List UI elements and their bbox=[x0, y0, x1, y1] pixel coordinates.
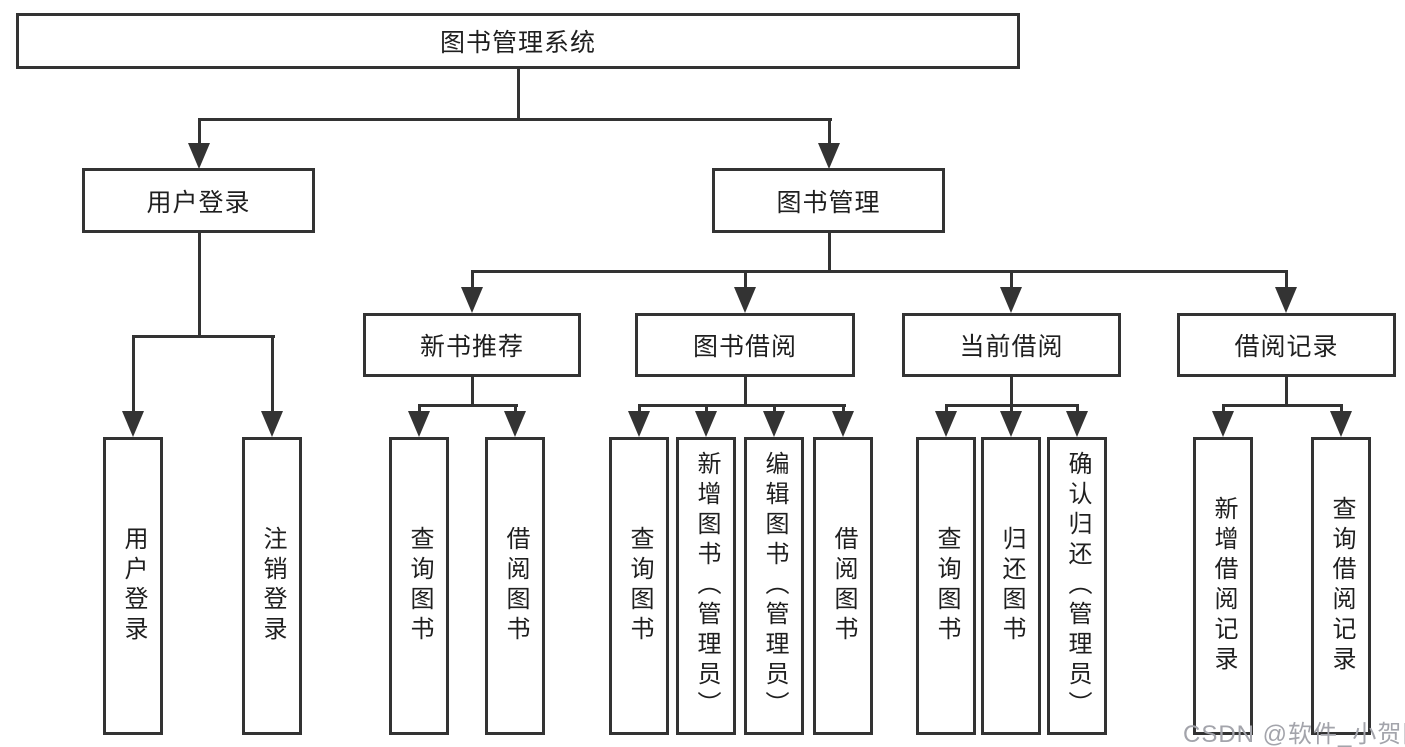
connector-line bbox=[842, 404, 845, 416]
connector-line bbox=[1010, 404, 1013, 416]
connector-line bbox=[638, 404, 846, 407]
connector-line bbox=[773, 404, 776, 416]
node-book-borrowing: 图书借阅 bbox=[635, 313, 855, 377]
arrow-down-icon bbox=[1000, 411, 1022, 437]
connector-line bbox=[744, 377, 747, 406]
connector-line bbox=[1010, 270, 1013, 290]
arrow-down-icon bbox=[261, 411, 283, 437]
node-borrowing-records: 借阅记录 bbox=[1177, 313, 1396, 377]
connector-line bbox=[271, 335, 274, 415]
arrow-down-icon bbox=[695, 411, 717, 437]
arrow-down-icon bbox=[1000, 287, 1022, 313]
connector-line bbox=[1222, 404, 1225, 416]
connector-line bbox=[198, 118, 832, 121]
connector-line bbox=[132, 335, 275, 338]
node-return-books: 归还图书 bbox=[981, 437, 1041, 735]
connector-line bbox=[744, 270, 747, 290]
arrow-down-icon bbox=[408, 411, 430, 437]
arrow-down-icon bbox=[1212, 411, 1234, 437]
node-current-borrowing: 当前借阅 bbox=[902, 313, 1121, 377]
node-query-books-3: 查询图书 bbox=[916, 437, 976, 735]
csdn-watermark: CSDN @软件_小贺同学 bbox=[1183, 721, 1405, 747]
arrow-down-icon bbox=[1066, 411, 1088, 437]
node-borrow-books-1: 借阅图书 bbox=[485, 437, 545, 735]
node-new-book-recommend: 新书推荐 bbox=[363, 313, 581, 377]
arrow-down-icon bbox=[188, 143, 210, 169]
connector-line bbox=[418, 404, 421, 416]
connector-line bbox=[1285, 377, 1288, 406]
node-query-books-2: 查询图书 bbox=[609, 437, 669, 735]
node-add-books-admin: 新增图书（管理员） bbox=[676, 437, 736, 735]
arrow-down-icon bbox=[461, 287, 483, 313]
node-borrow-books-2: 借阅图书 bbox=[813, 437, 873, 735]
connector-line bbox=[1285, 270, 1288, 290]
arrow-down-icon bbox=[832, 411, 854, 437]
connector-line bbox=[1010, 377, 1013, 406]
arrow-down-icon bbox=[122, 411, 144, 437]
connector-line bbox=[132, 335, 135, 415]
arrow-down-icon bbox=[763, 411, 785, 437]
connector-line bbox=[514, 404, 517, 416]
connector-line bbox=[471, 377, 474, 406]
arrow-down-icon bbox=[935, 411, 957, 437]
connector-line bbox=[517, 69, 520, 120]
node-root-library-system: 图书管理系统 bbox=[16, 13, 1020, 69]
node-edit-books-admin: 编辑图书（管理员） bbox=[744, 437, 804, 735]
arrow-down-icon bbox=[818, 143, 840, 169]
connector-line bbox=[471, 270, 474, 290]
arrow-down-icon bbox=[734, 287, 756, 313]
node-query-books-1: 查询图书 bbox=[389, 437, 449, 735]
node-user-login: 用户登录 bbox=[82, 168, 315, 233]
connector-line bbox=[1340, 404, 1343, 416]
node-book-management: 图书管理 bbox=[712, 168, 945, 233]
node-logout: 注销登录 bbox=[242, 437, 302, 735]
node-add-borrow-record: 新增借阅记录 bbox=[1193, 437, 1253, 735]
arrow-down-icon bbox=[628, 411, 650, 437]
connector-line bbox=[471, 270, 1288, 273]
connector-line bbox=[828, 233, 831, 273]
arrow-down-icon bbox=[504, 411, 526, 437]
connector-line bbox=[418, 404, 518, 407]
connector-line bbox=[705, 404, 708, 416]
arrow-down-icon bbox=[1330, 411, 1352, 437]
connector-line bbox=[945, 404, 948, 416]
connector-line bbox=[828, 118, 831, 146]
arrow-down-icon bbox=[1275, 287, 1297, 313]
node-confirm-return-admin: 确认归还（管理员） bbox=[1047, 437, 1107, 735]
connector-line bbox=[198, 118, 201, 146]
node-query-borrow-record: 查询借阅记录 bbox=[1311, 437, 1371, 735]
connector-line bbox=[1076, 404, 1079, 416]
connector-line bbox=[1222, 404, 1343, 407]
connector-line bbox=[198, 233, 201, 337]
connector-line bbox=[638, 404, 641, 416]
node-user-login-leaf: 用户登录 bbox=[103, 437, 163, 735]
